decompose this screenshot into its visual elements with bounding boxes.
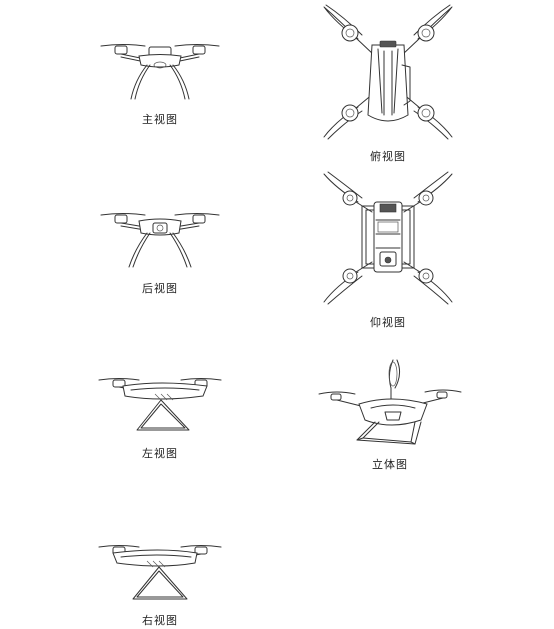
top-view: 俯视图 — [318, 4, 458, 170]
bottom-view-drawing — [323, 171, 453, 305]
top-view-caption: 俯视图 — [370, 150, 406, 163]
right-view-caption: 右视图 — [142, 614, 178, 627]
back-view-drawing — [100, 213, 220, 268]
perspective-view-caption: 立体图 — [372, 458, 408, 471]
front-view-caption: 主视图 — [142, 113, 178, 126]
top-view-drawing — [323, 4, 453, 140]
back-view: 后视图 — [95, 205, 225, 295]
left-view: 左视图 — [95, 370, 225, 465]
right-view: 右视图 — [95, 537, 225, 629]
bottom-view-caption: 仰视图 — [370, 316, 406, 329]
perspective-view: 立体图 — [315, 359, 465, 475]
right-view-drawing — [98, 545, 222, 600]
back-view-caption: 后视图 — [142, 282, 178, 295]
left-view-caption: 左视图 — [142, 447, 178, 460]
perspective-view-drawing — [318, 359, 462, 445]
front-view-drawing — [100, 44, 220, 100]
front-view: 主视图 — [95, 35, 225, 126]
left-view-drawing — [98, 378, 222, 431]
bottom-view: 仰视图 — [318, 171, 458, 332]
